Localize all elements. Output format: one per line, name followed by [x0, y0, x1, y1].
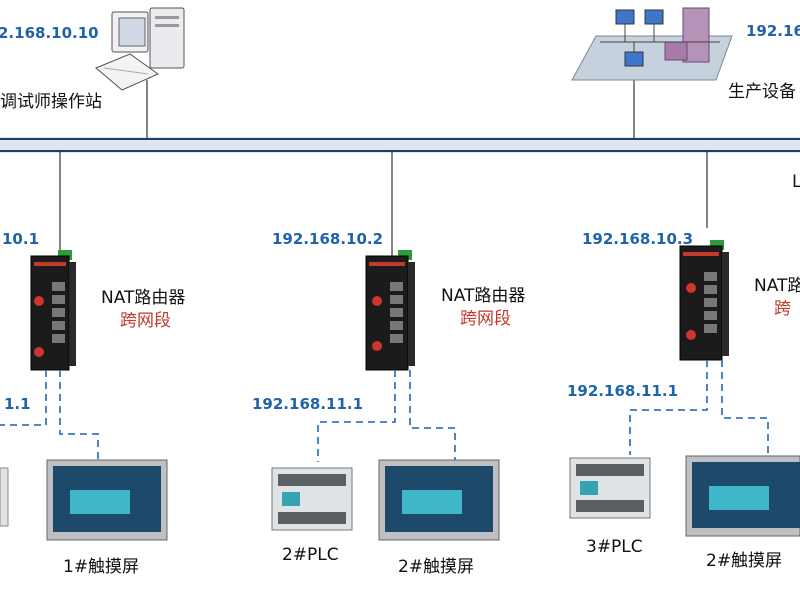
touchscreen-3-icon [685, 455, 800, 537]
router-1-lower-ip: 1.1 [4, 395, 31, 413]
device-5-label: 2#触摸屏 [706, 551, 783, 571]
backbone-edge-label: L [792, 172, 800, 192]
device-1-label: 1#触摸屏 [63, 557, 140, 577]
production-network-icon [571, 7, 733, 81]
router-3-name: NAT路 [754, 276, 800, 296]
production-ip: 192.16 [746, 22, 800, 40]
router-2-role: 跨网段 [460, 309, 511, 329]
plc-2-icon [271, 467, 353, 531]
router-3-lower-ip: 192.168.11.1 [567, 382, 679, 400]
engineer-station-label: 调试师操作站 [0, 92, 102, 112]
local-dashed-links [0, 360, 769, 462]
engineer-station-ip: 2.168.10.10 [0, 24, 99, 42]
router-1-name: NAT路由器 [101, 288, 186, 308]
router-1-role: 跨网段 [120, 311, 171, 331]
touchscreen-1-icon [46, 459, 168, 541]
router-2-upper-ip: 192.168.10.2 [272, 230, 384, 248]
router-3-role: 跨 [774, 299, 791, 319]
router-3-device [679, 240, 729, 361]
workstation-icon [95, 7, 185, 91]
device-2-label: 2#PLC [282, 545, 339, 565]
device-4-label: 3#PLC [586, 537, 643, 557]
router-3-upper-ip: 192.168.10.3 [582, 230, 694, 248]
router-2-lower-ip: 192.168.11.1 [252, 395, 364, 413]
router-1-device [30, 250, 76, 371]
router-2-name: NAT路由器 [441, 286, 526, 306]
backbone-bus [0, 137, 800, 153]
router-2-device [365, 250, 415, 371]
touchscreen-2-icon [378, 459, 500, 541]
device-3-label: 2#触摸屏 [398, 557, 475, 577]
router-1-upper-ip: 10.1 [2, 230, 40, 248]
production-label: 生产设备 [728, 82, 796, 102]
plc-3-icon [569, 457, 651, 519]
plc-left-partial-icon [0, 467, 9, 527]
